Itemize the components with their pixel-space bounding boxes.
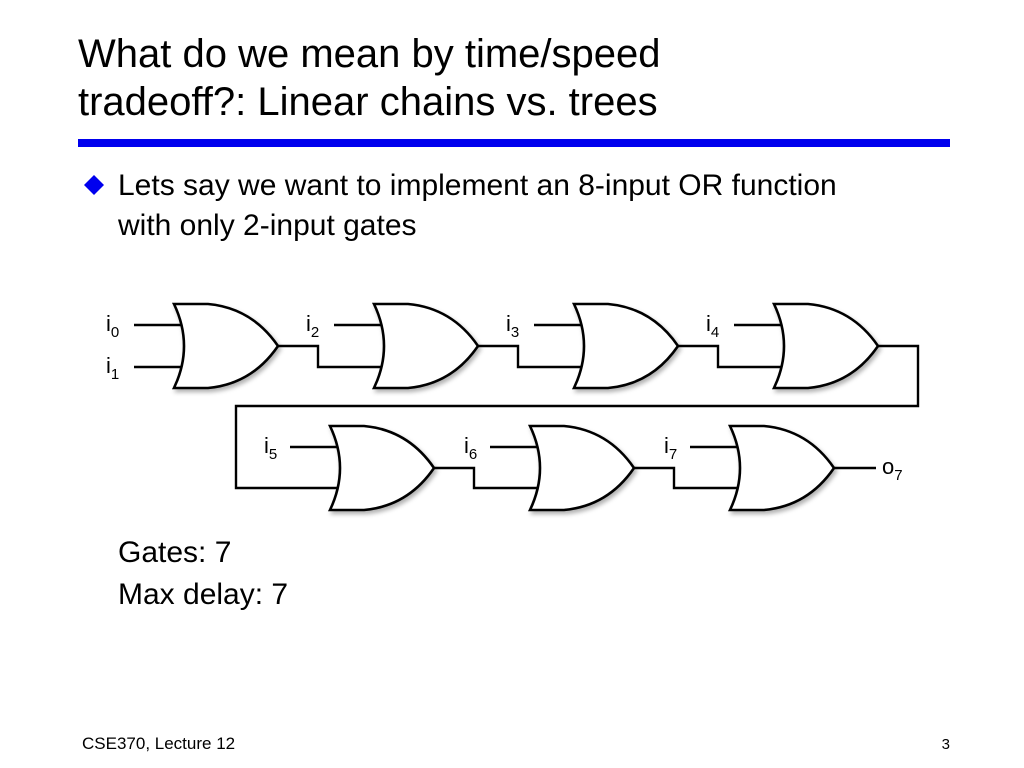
label-i2: i2 [306, 311, 319, 341]
or-gate-4 [771, 302, 880, 390]
label-i3: i3 [506, 311, 519, 341]
or-gate-7 [727, 424, 836, 512]
max-delay: Max delay: 7 [118, 578, 289, 611]
or-gate-6 [527, 424, 636, 512]
gates-count: Gates: 7 [118, 536, 232, 569]
gates [171, 302, 880, 512]
label-i1: i1 [106, 353, 119, 383]
signal-labels: i0 i1 i2 i3 i4 i5 i6 i7 o7 [106, 311, 903, 484]
label-o7: o7 [882, 454, 903, 484]
footer-course: CSE370, Lecture 12 [82, 734, 236, 753]
wires [134, 323, 920, 490]
or-gate-5 [327, 424, 436, 512]
or-gate-1 [171, 302, 280, 390]
footer-page-number: 3 [941, 736, 950, 753]
or-gate-2 [371, 302, 480, 390]
title-rule [78, 139, 950, 147]
label-i0: i0 [106, 311, 119, 341]
or-chain-diagram: i0 i1 i2 i3 i4 i5 i6 i7 o7 [106, 302, 920, 512]
slide-title: What do we mean by time/speed tradeoff?:… [78, 30, 958, 126]
bullet-line-1: Lets say we want to implement an 8-input… [118, 169, 837, 202]
label-i4: i4 [706, 311, 719, 341]
label-i5: i5 [264, 433, 277, 463]
title-line-2: tradeoff?: Linear chains vs. trees [78, 80, 658, 124]
bullet-line-2: with only 2-input gates [118, 209, 417, 242]
diamond-bullet-icon [84, 175, 104, 195]
or-gate-3 [571, 302, 680, 390]
title-line-1: What do we mean by time/speed [78, 32, 661, 76]
diagram-stats: Gates: 7 Max delay: 7 [118, 532, 288, 616]
label-i7: i7 [664, 433, 677, 463]
label-i6: i6 [464, 433, 477, 463]
bullet-text: Lets say we want to implement an 8-input… [118, 166, 978, 246]
